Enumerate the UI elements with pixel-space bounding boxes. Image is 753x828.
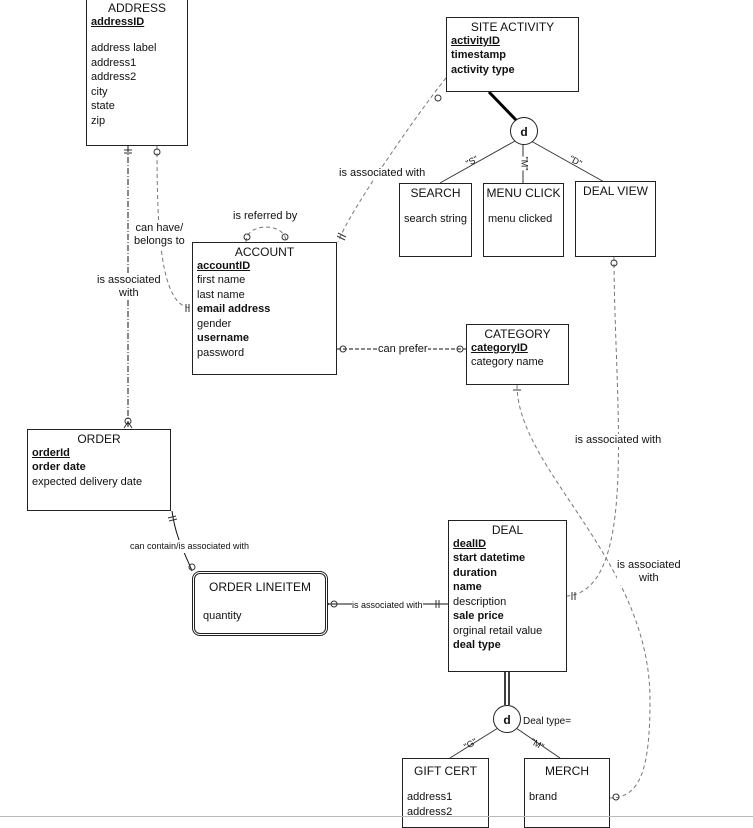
subtype-discriminator-activity: d <box>510 117 538 145</box>
entity-merch[interactable]: MERCH brand <box>524 758 610 828</box>
rel-label-activity-account: is associated with <box>339 167 426 180</box>
entity-title: GIFT CERT <box>414 764 477 778</box>
page-bottom-border <box>0 816 753 817</box>
subtype-discriminator-deal: d <box>493 705 521 733</box>
rel-label-category-merch: is associated with <box>617 559 681 585</box>
entity-category[interactable]: CATEGORY categoryID category name <box>466 324 569 385</box>
attribute: password <box>197 346 245 359</box>
entity-title: ORDER LINEITEM <box>208 580 311 594</box>
entity-title: DEAL VIEW <box>583 184 648 198</box>
attribute: menu clicked <box>488 213 553 225</box>
rel-label-lineitem-deal: is associated with <box>352 599 423 612</box>
attribute: address2 <box>407 805 453 818</box>
entity-title: CATEGORY <box>484 327 551 341</box>
attribute: sale price <box>453 610 504 622</box>
attribute: brand <box>529 791 558 803</box>
attribute: category name <box>471 356 544 368</box>
rel-label-order-lineitem: can contain/is associated with <box>130 540 250 553</box>
subtype-label-deal: Deal type= <box>523 716 572 727</box>
entity-menu-click[interactable]: MENU CLICK menu clicked <box>483 183 564 257</box>
rel-label-account-category: can prefer <box>378 343 428 356</box>
attribute: gender <box>197 317 232 330</box>
primary-key: orderId <box>32 447 70 459</box>
entity-address[interactable]: ADDRESS addressID address label address1… <box>86 0 188 146</box>
attribute: start datetime <box>453 552 526 564</box>
entity-title: DEAL <box>491 523 524 537</box>
entity-title: MENU CLICK <box>486 186 561 200</box>
entity-deal-view[interactable]: DEAL VIEW <box>575 181 656 257</box>
attribute: last name <box>197 288 245 301</box>
primary-key: activityID <box>451 35 500 47</box>
attribute: quantity <box>203 610 242 622</box>
entity-order[interactable]: ORDER orderId order date expected delive… <box>27 429 171 511</box>
entity-deal[interactable]: DEAL dealID start datetime duration name… <box>448 520 567 672</box>
rel-line-address-account <box>156 145 193 309</box>
primary-key: accountID <box>197 260 251 272</box>
subtype-line-activity <box>487 90 518 122</box>
entity-title: SITE ACTIVITY <box>470 20 555 34</box>
rel-line-account-self <box>245 226 287 243</box>
attribute: address1 <box>407 791 453 803</box>
attribute: city <box>91 85 108 98</box>
entity-title: MERCH <box>545 764 589 778</box>
attribute: address2 <box>91 71 137 83</box>
rel-line-activity-account <box>337 77 447 243</box>
subtype-code-menu: "M" <box>517 156 531 171</box>
attribute: orginal retail value <box>453 624 543 637</box>
primary-key: addressID <box>91 16 145 28</box>
rel-line-dealview-deal <box>566 256 619 597</box>
entity-gift-cert[interactable]: GIFT CERT address1 address2 <box>402 758 489 828</box>
attribute: address1 <box>91 56 137 69</box>
entity-search[interactable]: SEARCH search string <box>399 183 472 257</box>
entity-site-activity[interactable]: SITE ACTIVITY activityID timestamp activ… <box>446 17 579 92</box>
attribute: order date <box>32 461 86 473</box>
attribute: email address <box>197 303 271 315</box>
attribute: description <box>453 595 507 608</box>
entity-title: ADDRESS <box>107 1 166 15</box>
attribute: name <box>453 581 482 593</box>
attribute: username <box>197 332 249 344</box>
entity-title: ACCOUNT <box>234 245 295 259</box>
rel-label-account-self: is referred by <box>233 210 298 223</box>
primary-key: dealID <box>453 538 487 550</box>
attribute: expected delivery date <box>32 475 143 488</box>
attribute: activity type <box>451 63 515 76</box>
rel-label-dealview-deal: is associated with <box>575 434 662 447</box>
entity-account[interactable]: ACCOUNT accountID first name last name e… <box>192 242 337 375</box>
entity-title: ORDER <box>77 432 121 446</box>
entity-order-lineitem[interactable]: ORDER LINEITEM quantity <box>192 571 328 636</box>
attribute: deal type <box>453 639 501 651</box>
attribute: state <box>91 100 115 112</box>
entity-title: SEARCH <box>410 186 461 200</box>
attribute: first name <box>197 274 246 286</box>
rel-label-address-order: is associated with <box>97 274 161 300</box>
attribute: address label <box>91 42 157 54</box>
rel-label-address-account: can have/ belongs to <box>134 222 185 248</box>
attribute: search string <box>404 213 467 225</box>
attribute: zip <box>91 114 106 127</box>
attribute: timestamp <box>451 49 507 61</box>
attribute: duration <box>453 566 497 579</box>
primary-key: categoryID <box>471 342 528 354</box>
